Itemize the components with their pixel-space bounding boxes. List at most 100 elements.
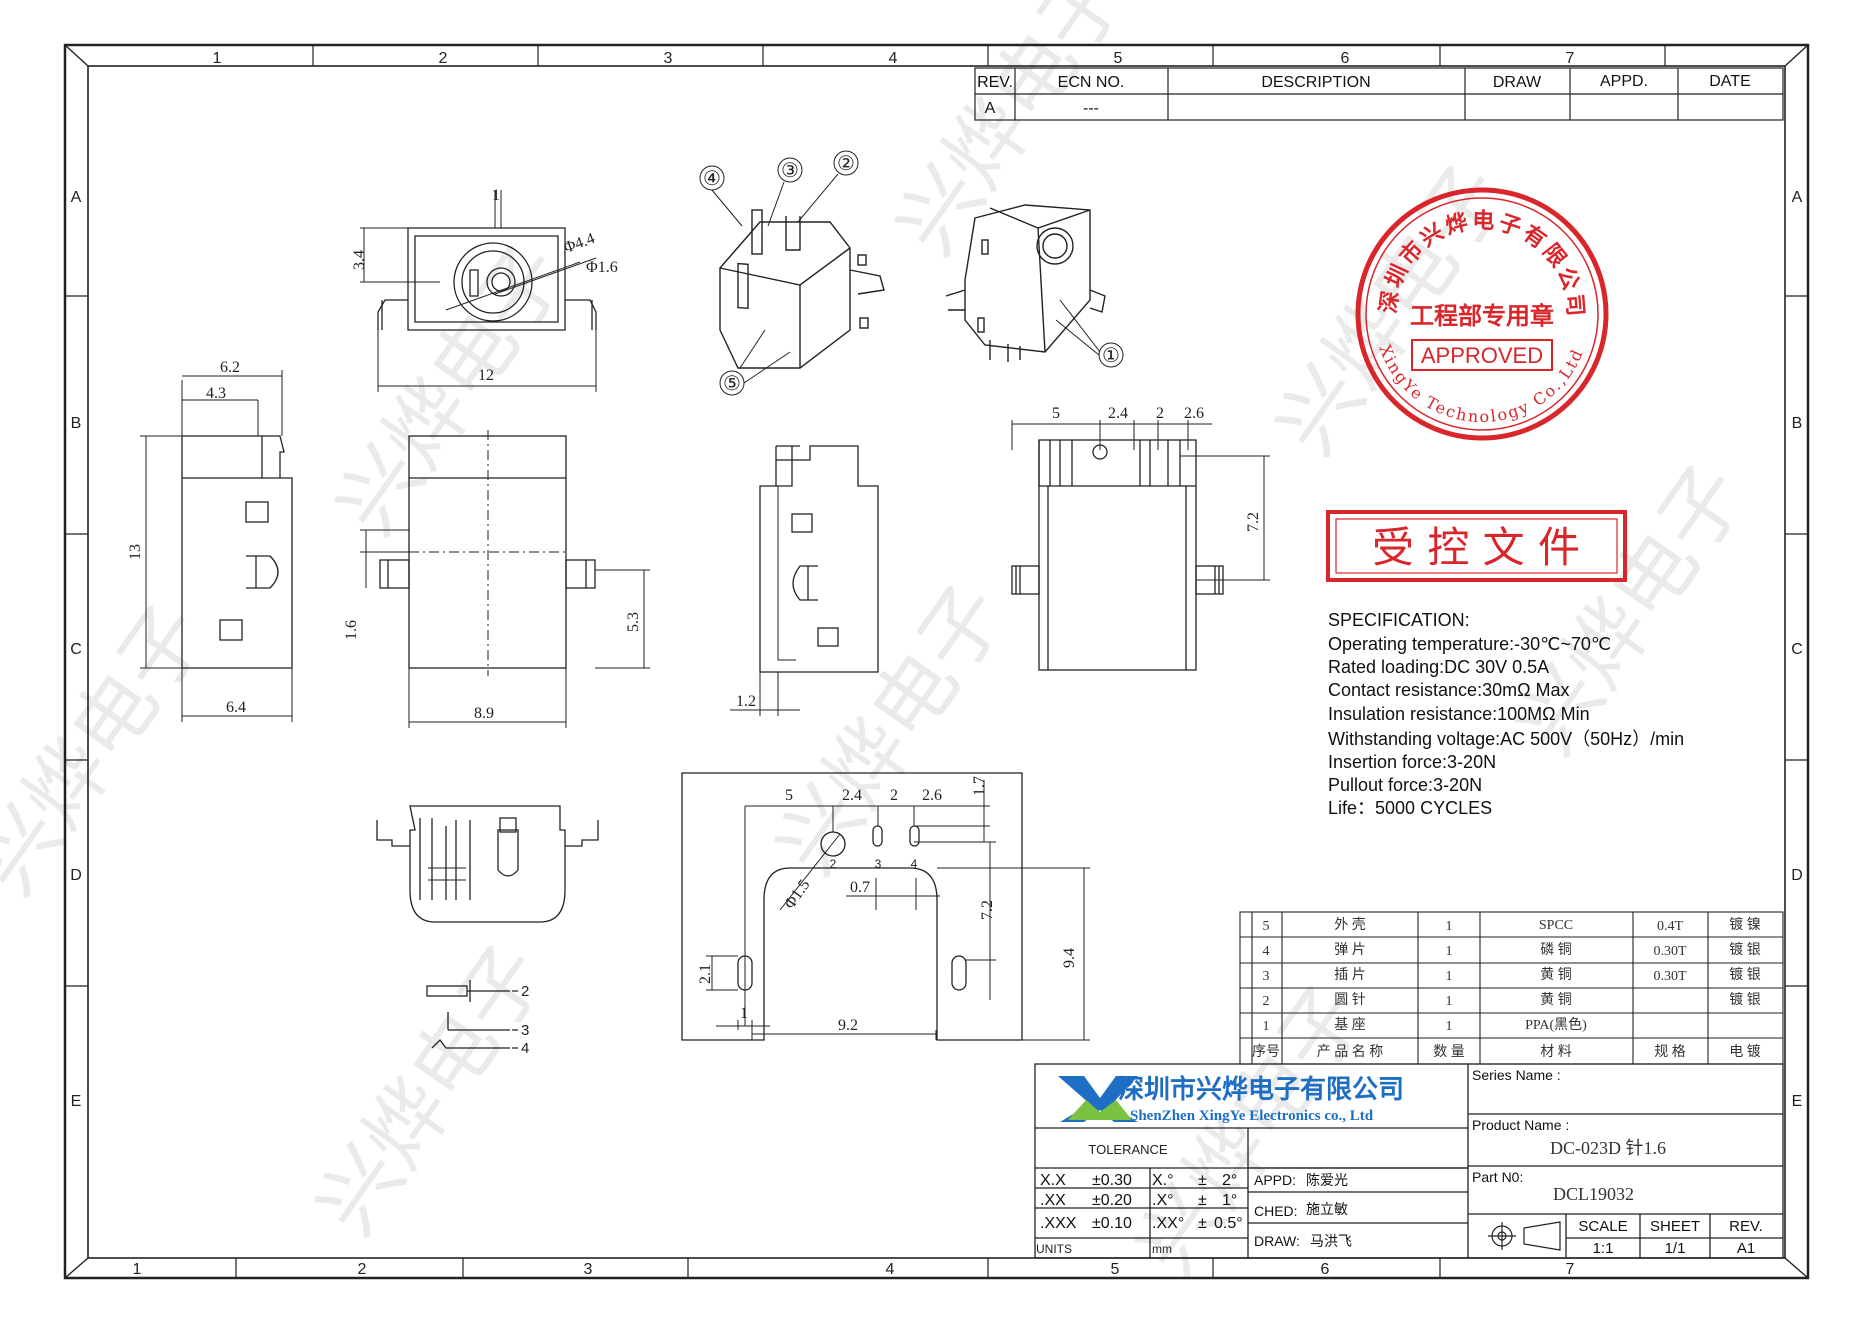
svg-text:镀 银: 镀 银: [1729, 941, 1761, 958]
svg-text:7.2: 7.2: [1245, 512, 1262, 532]
front-view-drawing: [360, 430, 650, 728]
side-view-drawing: [140, 370, 293, 722]
svg-text:8.9: 8.9: [474, 705, 494, 722]
svg-text:1.2: 1.2: [736, 693, 756, 710]
svg-text:5: 5: [1052, 405, 1060, 422]
callout-labels: ① ② ③ ④ ⑤: [703, 151, 1120, 395]
specification-block: SPECIFICATION: Operating temperature:-30…: [1328, 610, 1684, 818]
spec-line: Withstanding voltage:AC 500V（50Hz）/min: [1328, 729, 1684, 749]
back-view-dims: 5 2.4 2 2.6 7.2: [1052, 405, 1262, 532]
svg-text:9.2: 9.2: [838, 1017, 858, 1034]
svg-text:4: 4: [521, 1040, 529, 1057]
appd-header: APPD.: [1600, 73, 1648, 90]
svg-text:兴烨电子: 兴烨电子: [300, 929, 563, 1250]
pin-schematic: [426, 980, 518, 1049]
description-header: DESCRIPTION: [1261, 74, 1370, 91]
svg-text:6: 6: [1321, 1261, 1330, 1278]
svg-text:13: 13: [127, 544, 144, 560]
svg-text:1.6: 1.6: [343, 620, 360, 640]
svg-text:3: 3: [1263, 969, 1270, 984]
product-label: Product Name :: [1472, 1117, 1569, 1133]
svg-text:规 格: 规 格: [1654, 1044, 1686, 1060]
product-name: DC-023D 针1.6: [1550, 1138, 1666, 1158]
svg-text:.XX: .XX: [1040, 1192, 1066, 1209]
svg-text:4.3: 4.3: [206, 385, 226, 402]
third-angle-projection-icon: [1488, 1221, 1561, 1251]
revision-table: REV. ECN NO. DESCRIPTION DRAW APPD. DATE…: [974, 67, 1784, 121]
svg-text:序号: 序号: [1252, 1044, 1280, 1060]
front-view-dims: 1.6 5.3 8.9: [343, 612, 642, 722]
svg-text:3.4: 3.4: [351, 250, 368, 270]
svg-text:.X°: .X°: [1152, 1192, 1174, 1209]
svg-text:2: 2: [358, 1261, 367, 1278]
svg-text:PPA(黑色): PPA(黑色): [1525, 1016, 1587, 1033]
svg-text:±: ±: [1198, 1192, 1207, 1209]
svg-text:3: 3: [584, 1261, 593, 1278]
spec-line: Rated loading:DC 30V 0.5A: [1328, 657, 1549, 677]
svg-text:0.7: 0.7: [850, 879, 870, 896]
svg-text:1: 1: [133, 1261, 142, 1278]
svg-text:2: 2: [1156, 405, 1164, 422]
svg-text:0.5°: 0.5°: [1214, 1215, 1243, 1232]
svg-text:弹 片: 弹 片: [1334, 942, 1366, 958]
svg-text:3: 3: [875, 857, 882, 871]
svg-text:③: ③: [781, 158, 799, 182]
callouts: [699, 150, 1124, 396]
svg-text:黄 铜: 黄 铜: [1540, 991, 1572, 1008]
svg-text:1: 1: [1446, 1019, 1453, 1034]
draw-name: 马洪飞: [1310, 1234, 1352, 1250]
rev-value: A: [985, 100, 996, 117]
controlled-document-stamp: 受 控 文 件: [1326, 510, 1627, 582]
svg-text:①: ①: [1102, 343, 1120, 367]
svg-text:SCALE: SCALE: [1578, 1218, 1627, 1235]
svg-text:CHED:: CHED:: [1254, 1203, 1298, 1219]
svg-text:4: 4: [1263, 944, 1270, 959]
svg-text:④: ④: [703, 166, 721, 190]
zone-labels: 1 2 3 4 5 6 7 1 2 3 4 5 6 7 A B C D E A …: [70, 50, 1803, 1278]
approval-stamp: [1355, 187, 1609, 441]
appd-name: 陈爱光: [1306, 1172, 1348, 1189]
svg-text:电 镀: 电 镀: [1729, 1043, 1761, 1060]
svg-text:2°: 2°: [1222, 1172, 1237, 1189]
svg-text:1: 1: [1263, 1019, 1270, 1034]
svg-text:4: 4: [911, 857, 918, 871]
svg-text:工程部专用章: 工程部专用章: [1410, 302, 1554, 330]
svg-text:5: 5: [1114, 50, 1123, 67]
svg-text:APPROVED: APPROVED: [1421, 343, 1543, 368]
svg-text:C: C: [1791, 641, 1803, 658]
svg-text:1: 1: [1446, 919, 1453, 934]
spec-line: Insulation resistance:100MΩ Min: [1328, 704, 1590, 724]
iso-view-front: [719, 209, 885, 369]
svg-text:镀 银: 镀 银: [1729, 991, 1761, 1008]
date-header: DATE: [1709, 73, 1750, 90]
scale-value: 1:1: [1593, 1240, 1614, 1257]
title-block: 深圳市兴烨电子有限公司 ShenZhen XingYe Electronics …: [1034, 1063, 1784, 1259]
svg-text:1: 1: [492, 187, 500, 204]
sheet-frame: [63, 43, 1810, 1280]
svg-text:X.X: X.X: [1040, 1172, 1066, 1189]
svg-text:兴烨电子: 兴烨电子: [0, 589, 223, 910]
tolerance-title: TOLERANCE: [1088, 1142, 1168, 1157]
bottom-view-drawing: [376, 805, 599, 923]
svg-text:1: 1: [1446, 944, 1453, 959]
svg-text:12: 12: [478, 367, 494, 384]
svg-text:9.4: 9.4: [1061, 948, 1078, 968]
svg-text:D: D: [70, 867, 82, 884]
zone-ticks: [65, 45, 1808, 1278]
svg-text:1°: 1°: [1222, 1192, 1237, 1209]
svg-text:±0.20: ±0.20: [1092, 1192, 1132, 1209]
svg-text:0.30T: 0.30T: [1653, 969, 1687, 984]
svg-text:2: 2: [890, 787, 898, 804]
rev-value: A1: [1737, 1240, 1755, 1257]
svg-text:兴烨电子: 兴烨电子: [880, 0, 1143, 270]
svg-text:2: 2: [439, 50, 448, 67]
svg-text:X.°: X.°: [1152, 1172, 1174, 1189]
back-view-drawing: [1011, 420, 1270, 671]
svg-text:4: 4: [886, 1261, 895, 1278]
svg-text:±: ±: [1198, 1215, 1207, 1232]
svg-text:1: 1: [1446, 969, 1453, 984]
svg-text:1.7: 1.7: [971, 776, 988, 796]
svg-text:5.3: 5.3: [625, 612, 642, 632]
